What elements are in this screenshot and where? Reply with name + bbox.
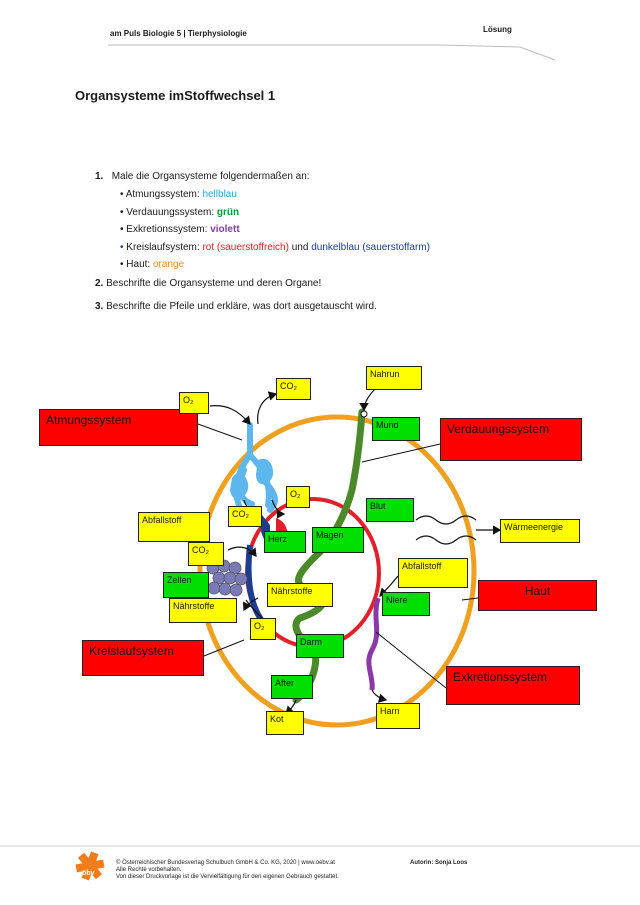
label-waermeenergie: Wärmeenergie (500, 519, 580, 543)
list-item: • Verdauungssystem: grün (120, 206, 240, 218)
label-o2-cells: O₂ (250, 618, 276, 640)
label-co2-heart: CO₂ (228, 506, 262, 527)
label-magen: Magen (312, 527, 364, 553)
label-kreislaufsystem: Kreislaufsystem (82, 640, 204, 676)
page-title: Organsysteme imStoffwechsel 1 (75, 88, 276, 103)
label-co2-out: CO₂ (276, 378, 311, 400)
label-naehrstoffe-mid: Nährstoffe (267, 583, 333, 607)
label-kot: Kot (266, 711, 304, 735)
label-after: After (271, 675, 313, 699)
task-2: 2. Beschrifte die Organsysteme und deren… (95, 278, 322, 289)
label-niere: Niere (382, 592, 430, 616)
cells (206, 559, 248, 597)
task-3: 3. Beschrifte die Pfeile und erkläre, wa… (95, 301, 377, 312)
label-verdauungssystem: Verdauungssystem (440, 418, 582, 461)
color-list: • Atmungssystem: hellblau • Verdauungssy… (120, 186, 430, 274)
label-harn: Harn (376, 703, 420, 729)
label-herz: Herz (264, 531, 306, 553)
label-exkretionssystem: Exkretionssystem (446, 666, 580, 705)
list-item: • Exkretionssystem: violett (120, 224, 240, 235)
label-mund: Mund (372, 417, 420, 441)
footer-author: Autorin: Sonja Loos (410, 860, 468, 866)
label-abfallstoff-left: Abfallstoff (138, 512, 210, 542)
label-blut: Blut (366, 498, 414, 522)
skin-outline (197, 414, 477, 728)
label-naehrstoffe-left: Nährstoffe (169, 598, 237, 623)
list-item: • Haut: orange (120, 259, 185, 270)
logo-text: öbv (82, 870, 95, 877)
footer-copyright: © Österreichischer Bundesverlag Schulbuc… (116, 860, 339, 880)
label-abfallstoff-right: Abfallstoff (398, 558, 468, 588)
list-item: • Atmungssystem: hellblau (120, 189, 237, 200)
task-1-text: Male die Organsysteme folgendermaßen an: (111, 171, 310, 182)
label-atmungssystem: Atmungssystem (39, 409, 198, 446)
solution-badge: Lösung (483, 25, 512, 34)
label-haut: Haut (478, 580, 597, 611)
task-1-number: 1. (95, 171, 104, 182)
label-o2-in: O₂ (179, 392, 209, 414)
label-o2-heart: O₂ (286, 486, 310, 508)
label-co2-cells: CO₂ (188, 542, 224, 566)
label-zellen: Zellen (163, 572, 209, 598)
label-darm: Darm (296, 634, 344, 658)
book-title: am Puls Biologie 5 | Tierphysiologie (110, 29, 247, 38)
task-1: 1. Male die Organsysteme folgendermaßen … (95, 171, 310, 182)
list-item: • Kreislaufsystem: rot (sauerstoffreich)… (120, 241, 430, 253)
label-nahrung: Nahrun (366, 366, 422, 390)
